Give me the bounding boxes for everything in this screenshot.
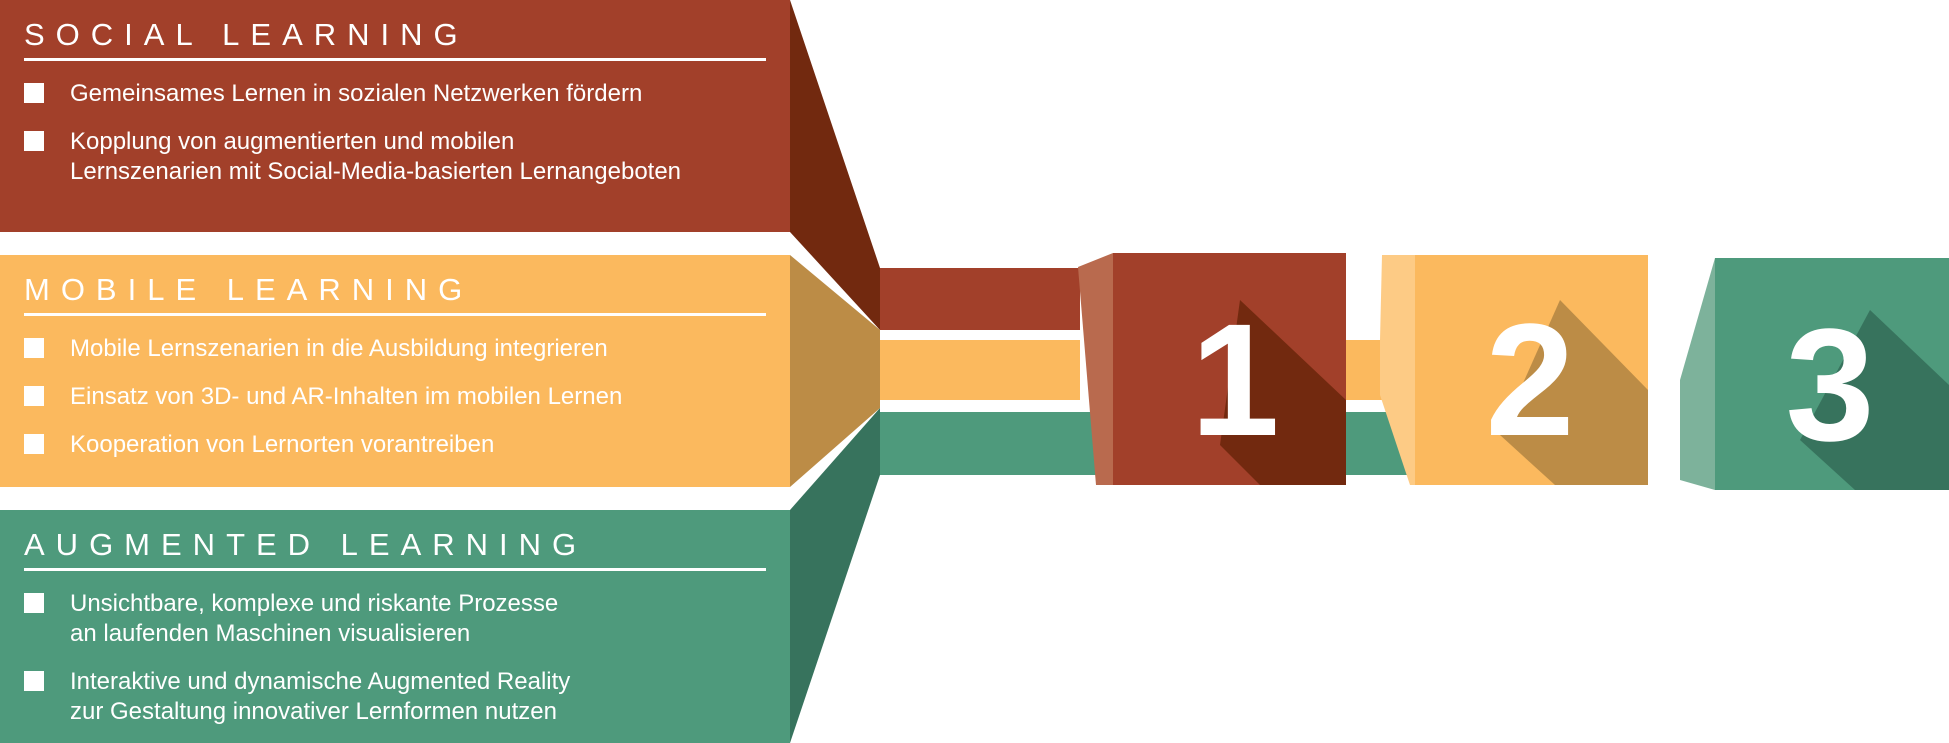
list-item: Mobile Lernszenarien in die Ausbildung i… bbox=[24, 334, 766, 364]
mobile-learning-list: Mobile Lernszenarien in die Ausbildung i… bbox=[24, 334, 766, 460]
mobile-stripe-connector bbox=[1345, 340, 1385, 400]
list-item-text: Unsichtbare, komplexe und riskante Proze… bbox=[70, 590, 559, 647]
box-3-side bbox=[1680, 258, 1715, 490]
step-number-2: 2 bbox=[1486, 290, 1575, 469]
social-learning-list: Gemeinsames Lernen in sozialen Netzwerke… bbox=[24, 79, 766, 187]
mobile-funnel-face bbox=[790, 255, 880, 487]
list-item: Kooperation von Lernorten vorantreiben bbox=[24, 430, 766, 460]
list-item-text: Kooperation von Lernorten vorantreiben bbox=[70, 431, 495, 458]
social-learning-title: SOCIAL LEARNING bbox=[24, 17, 469, 52]
step-number-3: 3 bbox=[1786, 295, 1875, 474]
list-item: Gemeinsames Lernen in sozialen Netzwerke… bbox=[24, 79, 766, 109]
list-item-text: Kopplung von augmentierten und mobilen L… bbox=[70, 128, 682, 185]
square-bullet-icon bbox=[24, 434, 44, 454]
mobile-learning-divider bbox=[24, 313, 766, 316]
list-item-text: Mobile Lernszenarien in die Ausbildung i… bbox=[70, 335, 608, 362]
social-stripe bbox=[880, 268, 1080, 330]
list-item-text: Gemeinsames Lernen in sozialen Netzwerke… bbox=[70, 80, 643, 107]
augmented-learning-divider bbox=[24, 568, 766, 571]
box-3-shadow bbox=[1800, 310, 1949, 490]
social-funnel-face bbox=[790, 0, 880, 330]
square-bullet-icon bbox=[24, 338, 44, 358]
square-bullet-icon bbox=[24, 386, 44, 406]
step-number-1: 1 bbox=[1191, 290, 1280, 469]
list-item-text: Interaktive und dynamische Augmented Rea… bbox=[70, 668, 571, 725]
box-2-side bbox=[1380, 255, 1415, 485]
square-bullet-icon bbox=[24, 131, 44, 151]
augmented-learning-list: Unsichtbare, komplexe und riskante Proze… bbox=[24, 589, 766, 727]
augmented-funnel-face bbox=[790, 408, 880, 743]
mobile-stripe bbox=[880, 340, 1080, 400]
box-1-side bbox=[1078, 253, 1113, 485]
social-learning-divider bbox=[24, 58, 766, 61]
box-2-shadow bbox=[1500, 300, 1648, 485]
list-item: Unsichtbare, komplexe und riskante Proze… bbox=[24, 589, 766, 649]
square-bullet-icon bbox=[24, 83, 44, 103]
box-1-shadow bbox=[1220, 300, 1346, 485]
square-bullet-icon bbox=[24, 671, 44, 691]
mobile-learning-panel: MOBILE LEARNING Mobile Lernszenarien in … bbox=[0, 255, 790, 487]
list-item-text: Einsatz von 3D- und AR-Inhalten im mobil… bbox=[70, 383, 623, 410]
list-item: Kopplung von augmentierten und mobilen L… bbox=[24, 127, 766, 187]
list-item: Einsatz von 3D- und AR-Inhalten im mobil… bbox=[24, 382, 766, 412]
square-bullet-icon bbox=[24, 593, 44, 613]
augmented-learning-title: AUGMENTED LEARNING bbox=[24, 527, 588, 562]
mobile-learning-title: MOBILE LEARNING bbox=[24, 272, 474, 307]
augmented-learning-panel: AUGMENTED LEARNING Unsichtbare, komplexe… bbox=[0, 510, 790, 743]
social-learning-panel: SOCIAL LEARNING Gemeinsames Lernen in so… bbox=[0, 0, 790, 232]
list-item: Interaktive und dynamische Augmented Rea… bbox=[24, 667, 766, 727]
